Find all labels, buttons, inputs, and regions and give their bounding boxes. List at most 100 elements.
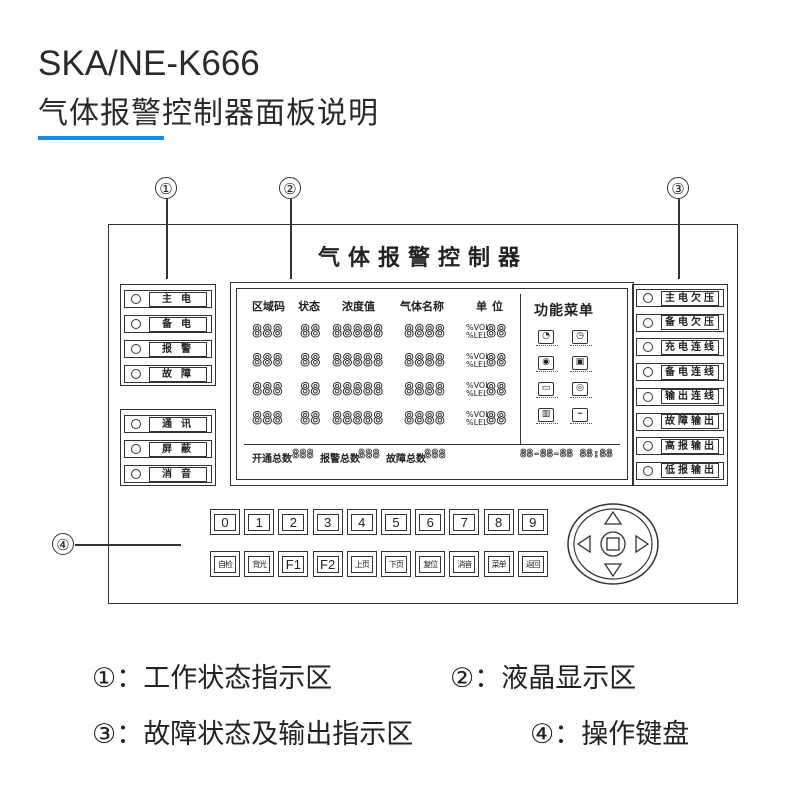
callout-3-leader — [678, 199, 680, 279]
fault-total-value: 888 — [424, 447, 446, 462]
controller-panel — [108, 224, 738, 604]
lcd-divider-vertical — [520, 294, 522, 444]
signal-icon: ⌁ — [572, 408, 588, 422]
lcd-unit-lel: %LEL — [466, 331, 488, 340]
lcd-gas-digits: 8888 — [404, 409, 446, 430]
lock-icon: ▣ — [572, 356, 588, 370]
indicator-label: 故障输出 — [661, 414, 719, 429]
lcd-zone-digits: 888 — [252, 351, 284, 372]
alarm-total-value: 888 — [358, 447, 380, 462]
fault-output-indicator: 低报输出 — [636, 461, 724, 480]
callout-4: ④ — [52, 533, 74, 555]
key-label: 5 — [385, 513, 407, 531]
lcd-display — [230, 282, 634, 486]
lcd-concentration-digits: 88888 — [331, 409, 384, 430]
silence-key[interactable]: 消音 — [449, 551, 480, 577]
lcd-unit-digits: 88 — [485, 322, 507, 343]
key-label: 9 — [521, 513, 544, 531]
lcd-concentration-digits: 88888 — [331, 351, 384, 372]
digit-key-1[interactable]: 1 — [244, 509, 275, 535]
lcd-divider-horizontal — [244, 444, 620, 446]
clock-icon: ◷ — [572, 330, 588, 344]
led-icon — [643, 441, 653, 452]
key-label: 4 — [350, 513, 373, 531]
back-key[interactable]: 返回 — [517, 551, 548, 577]
led-icon — [643, 342, 653, 353]
left-arrow-icon[interactable] — [576, 534, 591, 554]
lcd-clock: 88-88-88 88:88 — [520, 447, 614, 461]
menu-caption — [570, 423, 592, 425]
led-icon — [643, 416, 653, 427]
key-label: 返回 — [521, 555, 544, 573]
f1-key[interactable]: F1 — [278, 551, 309, 577]
lcd-unit-lel: %LEL — [466, 389, 488, 398]
lcd-state-digits: 88 — [299, 351, 321, 372]
indicator-label: 输出连线 — [661, 389, 719, 405]
digit-key-3[interactable]: 3 — [312, 509, 343, 535]
digit-key-2[interactable]: 2 — [278, 509, 309, 535]
legend-num: ② — [450, 663, 475, 694]
lcd-unit-lel: %LEL — [466, 418, 488, 427]
legend-num: ④ — [530, 719, 555, 750]
reset-key[interactable]: 复位 — [415, 551, 446, 577]
status-indicator: 屏蔽 — [124, 440, 212, 458]
key-label: 3 — [316, 513, 339, 531]
fault-output-indicator: 备电连线 — [636, 363, 724, 382]
lcd-state-digits: 88 — [299, 409, 321, 430]
confirm-button[interactable] — [600, 531, 626, 557]
key-label: 8 — [487, 513, 510, 531]
fault-output-indicator: 输出连线 — [636, 387, 724, 406]
lcd-zone-digits: 888 — [252, 409, 284, 430]
gauge-icon: ◔ — [538, 330, 554, 344]
status-indicator: 备电 — [124, 315, 212, 333]
up-arrow-icon[interactable] — [603, 510, 623, 525]
page-up-key[interactable]: 上页 — [346, 551, 377, 577]
self-test-key[interactable]: 自检 — [210, 551, 240, 577]
key-label: 菜单 — [487, 555, 510, 573]
digit-key-5[interactable]: 5 — [381, 509, 411, 535]
status-indicator: 故障 — [124, 365, 212, 383]
lcd-gas-digits: 8888 — [404, 380, 446, 401]
fault-output-indicator: 主电欠压 — [636, 289, 724, 307]
down-arrow-icon[interactable] — [603, 563, 623, 578]
settings-icon: ◎ — [572, 382, 588, 396]
led-icon — [131, 319, 141, 329]
key-label: 背光 — [248, 555, 271, 573]
indicator-label: 主电欠压 — [661, 290, 719, 306]
menu-caption — [570, 397, 592, 399]
right-arrow-icon[interactable] — [635, 534, 650, 554]
digit-key-7[interactable]: 7 — [449, 509, 480, 535]
digit-key-8[interactable]: 8 — [483, 509, 514, 535]
backlight-key[interactable]: 背光 — [244, 551, 275, 577]
status-indicator: 通讯 — [124, 415, 212, 433]
legend-item-2: ②：液晶显示区 — [450, 663, 637, 694]
lcd-zone-digits: 888 — [252, 322, 284, 343]
indicator-label: 消音 — [149, 466, 207, 482]
page-down-key[interactable]: 下页 — [381, 551, 411, 577]
indicator-label: 备电 — [149, 316, 207, 332]
legend-num: ① — [92, 663, 117, 694]
digit-key-4[interactable]: 4 — [346, 509, 377, 535]
key-label: 自检 — [214, 555, 236, 573]
menu-key[interactable]: 菜单 — [483, 551, 514, 577]
indicator-label: 备电欠压 — [661, 315, 719, 331]
menu-caption — [570, 371, 592, 373]
f2-key[interactable]: F2 — [312, 551, 343, 577]
key-label: 消音 — [453, 555, 476, 573]
key-label: F1 — [282, 555, 305, 573]
menu-caption — [536, 371, 558, 373]
digit-key-0[interactable]: 0 — [210, 509, 240, 535]
digit-key-6[interactable]: 6 — [415, 509, 446, 535]
indicator-label: 通讯 — [149, 416, 207, 432]
book-icon: ▥ — [538, 408, 554, 422]
key-label: 7 — [453, 513, 476, 531]
digit-key-9[interactable]: 9 — [517, 509, 548, 535]
lcd-concentration-digits: 88888 — [331, 322, 384, 343]
menu-caption — [536, 397, 558, 399]
indicator-label: 低报输出 — [661, 463, 719, 479]
lcd-header-concentration: 浓度值 — [342, 300, 375, 313]
lcd-unit-vol: %VOL — [466, 352, 490, 361]
indicator-label: 报警 — [149, 341, 207, 357]
key-label: 6 — [419, 513, 442, 531]
indicator-label: 高报输出 — [661, 438, 719, 454]
